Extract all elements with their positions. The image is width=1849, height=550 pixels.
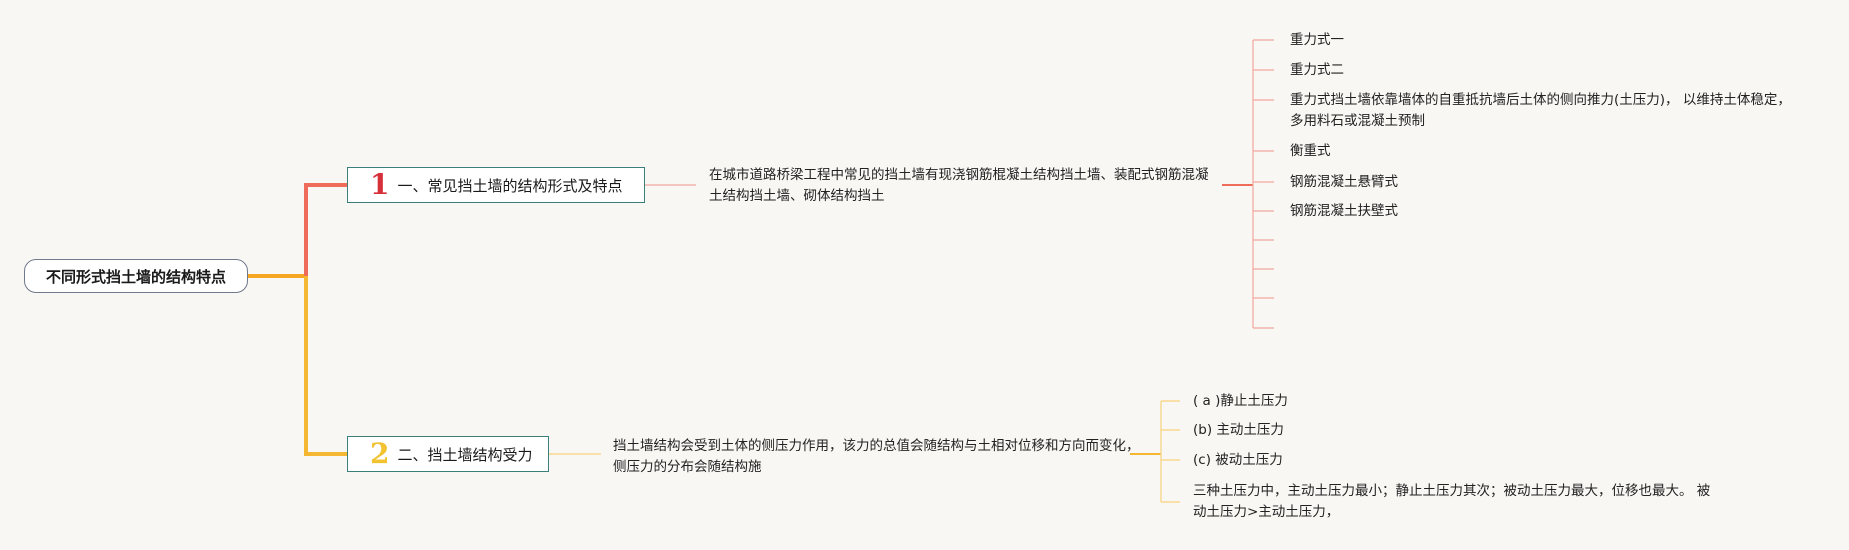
branch2-trunk bbox=[304, 276, 347, 456]
root-topic-label: 不同形式挡土墙的结构特点 bbox=[45, 267, 226, 286]
branch-topic-structure-forms[interactable]: 1 一、常见挡土墙的结构形式及特点 bbox=[347, 167, 645, 203]
branch-number-badge: 1 bbox=[370, 168, 390, 201]
leaf-topic[interactable]: 三种土压力中，主动土压力最小；静止土压力其次；被动土压力最大，位移也最大。 被动… bbox=[1193, 483, 1711, 520]
leaf-topic[interactable]: (b) 主动土压力 bbox=[1193, 422, 1284, 438]
leaf-topic[interactable]: ( a )静止土压力 bbox=[1193, 393, 1288, 409]
leaf-topic[interactable]: (c) 被动土压力 bbox=[1193, 452, 1283, 468]
leaf-topic[interactable]: 重力式二 bbox=[1290, 62, 1344, 78]
root-topic[interactable]: 不同形式挡土墙的结构特点 bbox=[24, 259, 248, 293]
leaf-topic[interactable]: 衡重式 bbox=[1290, 143, 1331, 159]
leaf-topic[interactable]: 钢筋混凝土悬臂式 bbox=[1290, 174, 1398, 190]
branch1-leaf-ticks bbox=[1253, 39, 1274, 329]
leaf-topic[interactable]: 重力式一 bbox=[1290, 32, 1344, 48]
branch-description[interactable]: 在城市道路桥梁工程中常见的挡土墙有现浇钢筋棍凝土结构挡土墙、装配式钢筋混凝土结构… bbox=[709, 167, 1209, 204]
branch2-leaf-ticks bbox=[1161, 400, 1180, 503]
branch1-trunk bbox=[304, 183, 347, 276]
leaf-topic[interactable]: 钢筋混凝土扶壁式 bbox=[1290, 203, 1398, 219]
branch-topic-label: 二、挡土墙结构受力 bbox=[397, 445, 533, 464]
branch-topic-structure-forces[interactable]: 2 二、挡土墙结构受力 bbox=[347, 436, 549, 472]
branch-number-badge: 2 bbox=[370, 437, 390, 470]
branch-description[interactable]: 挡土墙结构会受到土体的侧压力作用，该力的总值会随结构与土相对位移和方向而变化，侧… bbox=[613, 438, 1140, 475]
leaf-topic[interactable]: 重力式挡土墙依靠墙体的自重抵抗墙后土体的侧向推力(土压力)， 以维持土体稳定，多… bbox=[1290, 92, 1791, 129]
branch-topic-label: 一、常见挡土墙的结构形式及特点 bbox=[397, 176, 623, 195]
